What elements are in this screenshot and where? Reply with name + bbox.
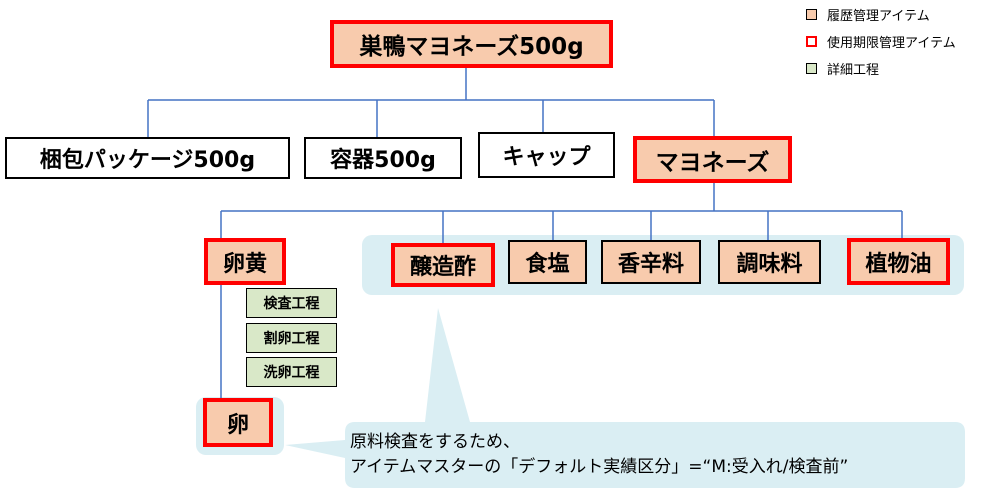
ingredient-spice-box: 香辛料	[601, 240, 701, 284]
ingredient-salt-label: 食塩	[525, 252, 570, 277]
ingredient-salt-box: 食塩	[508, 240, 587, 284]
ingredient-seasoning-box: 調味料	[718, 240, 821, 284]
component-container-box: 容器500g	[304, 137, 462, 179]
ingredient-spice-label: 香辛料	[617, 252, 684, 277]
component-container-label: 容器500g	[330, 148, 436, 173]
egg-item-label: 卵	[226, 412, 249, 438]
component-cap-box: キャップ	[478, 132, 615, 178]
legend-expiry: 使用期限管理アイテム	[806, 32, 956, 51]
ingredient-seasoning-label: 調味料	[736, 252, 803, 277]
note-line-2: アイテムマスターの「デフォルト実績区分」=“M:受入れ/検査前”	[350, 457, 849, 477]
note-line-1: 原料検査をするため、	[350, 432, 520, 452]
ingredient-yolk-box: 卵黄	[204, 238, 286, 285]
note-text: 原料検査をするため、 アイテムマスターの「デフォルト実績区分」=“M:受入れ/検…	[350, 430, 848, 480]
legend-process-swatch	[806, 63, 817, 74]
note-callout-shape	[285, 308, 965, 488]
ingredient-oil-box: 植物油	[847, 238, 950, 285]
egg-item-box: 卵	[203, 398, 273, 447]
legend-process-label: 詳細工程	[827, 63, 880, 78]
root-item-box: 巣鴨マヨネーズ500g	[330, 20, 613, 68]
ingredient-vinegar-box: 醸造酢	[391, 243, 495, 287]
legend-expiry-label: 使用期限管理アイテム	[827, 36, 956, 51]
legend-process: 詳細工程	[806, 59, 879, 78]
process-inspection-box: 検査工程	[246, 288, 337, 318]
component-mayonnaise-box: マヨネーズ	[633, 136, 792, 183]
component-packaging-label: 梱包パッケージ500g	[39, 148, 256, 173]
legend-expiry-swatch	[806, 36, 817, 47]
process-egg-washing-label: 洗卵工程	[263, 365, 320, 381]
ingredient-yolk-label: 卵黄	[222, 251, 267, 277]
process-inspection-label: 検査工程	[263, 296, 320, 312]
process-egg-breaking-box: 割卵工程	[246, 323, 337, 353]
process-egg-washing-box: 洗卵工程	[246, 357, 337, 387]
legend-history: 履歴管理アイテム	[806, 5, 930, 24]
process-egg-breaking-label: 割卵工程	[263, 331, 320, 347]
ingredient-oil-label: 植物油	[865, 251, 932, 277]
tree-connectors	[147, 67, 903, 398]
component-packaging-box: 梱包パッケージ500g	[5, 137, 290, 179]
component-cap-label: キャップ	[502, 145, 591, 170]
legend-history-swatch	[806, 9, 817, 20]
root-item-label: 巣鴨マヨネーズ500g	[359, 34, 584, 60]
legend-history-label: 履歴管理アイテム	[827, 9, 930, 24]
component-mayonnaise-label: マヨネーズ	[655, 149, 770, 176]
ingredient-vinegar-label: 醸造酢	[409, 255, 476, 280]
